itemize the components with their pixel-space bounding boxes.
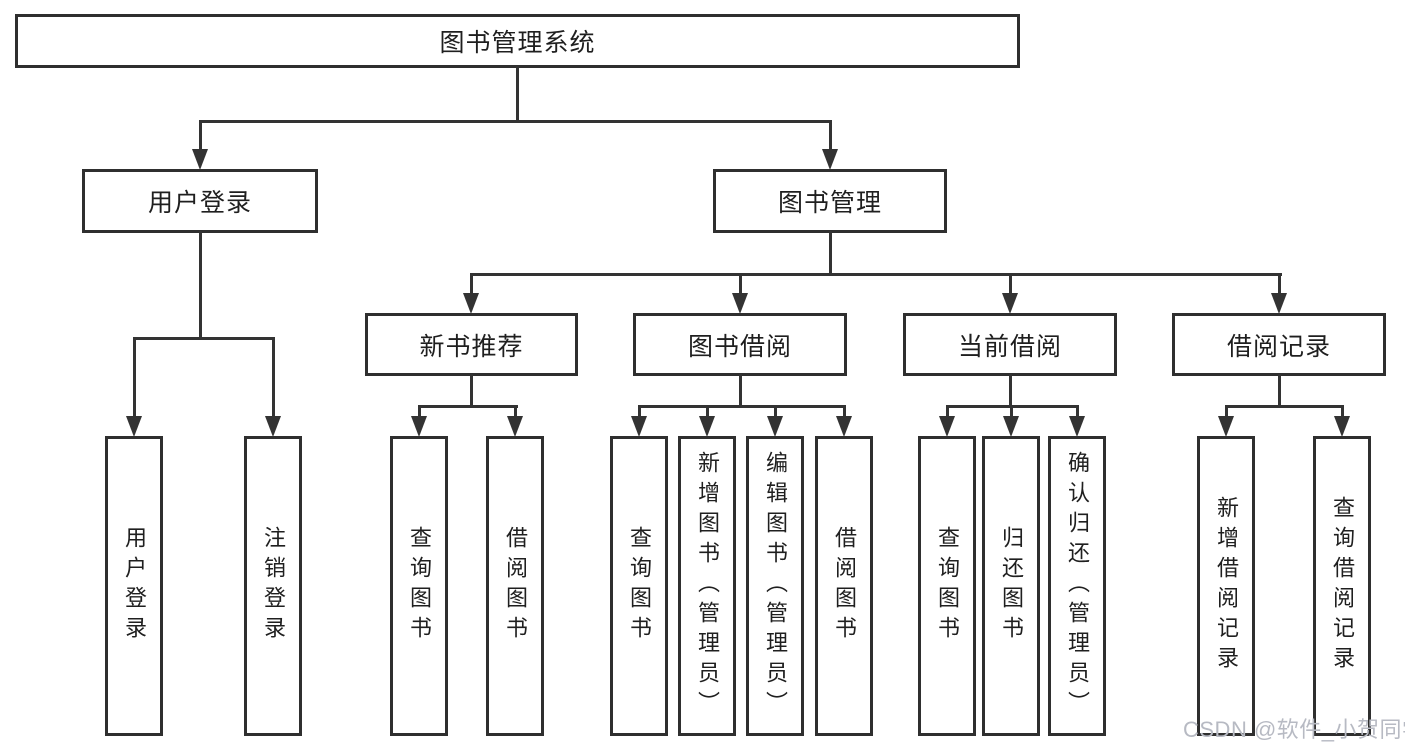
- leaf-logout: 注销登录: [244, 436, 302, 736]
- connector-line: [1010, 405, 1013, 418]
- arrow-down-icon: [507, 416, 523, 437]
- connector-line: [199, 120, 202, 152]
- node-label: 当前借阅: [957, 332, 1062, 361]
- arrow-down-icon: [463, 293, 479, 314]
- connector-line: [843, 405, 846, 418]
- arrow-down-icon: [1271, 293, 1287, 314]
- arrow-down-icon: [192, 149, 208, 170]
- arrow-down-icon: [631, 416, 647, 437]
- arrow-down-icon: [1002, 293, 1018, 314]
- connector-line: [1278, 374, 1281, 408]
- leaf-query-books-current: 查询图书: [918, 436, 976, 736]
- connector-line: [470, 273, 1282, 276]
- connector-line: [1009, 374, 1012, 408]
- leaf-label: 查询图书: [935, 526, 960, 646]
- leaf-label: 新增图书（管理员）: [695, 451, 720, 721]
- node-label: 借阅记录: [1226, 332, 1331, 361]
- arrow-down-icon: [126, 416, 142, 437]
- connector-line: [199, 120, 832, 123]
- leaf-query-books-newbook: 查询图书: [390, 436, 448, 736]
- connector-line: [470, 374, 473, 408]
- arrow-down-icon: [411, 416, 427, 437]
- watermark: CSDN @软件_小贺同学: [1183, 717, 1405, 742]
- arrow-down-icon: [1069, 416, 1085, 437]
- node-current-borrowing: 当前借阅: [903, 313, 1117, 376]
- connector-line: [199, 231, 202, 339]
- connector-line: [133, 337, 136, 417]
- connector-line: [1225, 405, 1344, 408]
- connector-line: [272, 337, 275, 417]
- connector-line: [1341, 405, 1344, 418]
- node-borrowing-records: 借阅记录: [1172, 313, 1386, 376]
- leaf-label: 新增借阅记录: [1214, 496, 1239, 676]
- arrow-down-icon: [732, 293, 748, 314]
- leaf-query-books-borrow: 查询图书: [610, 436, 668, 736]
- leaf-label: 查询图书: [407, 526, 432, 646]
- leaf-return-books: 归还图书: [982, 436, 1040, 736]
- node-library-management-system: 图书管理系统: [15, 14, 1020, 68]
- arrow-down-icon: [699, 416, 715, 437]
- arrow-down-icon: [836, 416, 852, 437]
- arrow-down-icon: [822, 149, 838, 170]
- node-book-borrowing: 图书借阅: [633, 313, 847, 376]
- node-label: 用户登录: [147, 189, 252, 217]
- node-user-login: 用户登录: [82, 169, 318, 233]
- arrow-down-icon: [265, 416, 281, 437]
- node-label: 新书推荐: [419, 332, 524, 361]
- connector-line: [516, 66, 519, 122]
- connector-line: [418, 405, 518, 408]
- arrow-down-icon: [767, 416, 783, 437]
- leaf-label: 编辑图书（管理员）: [763, 451, 788, 721]
- connector-line: [739, 374, 742, 408]
- connector-line: [1009, 273, 1012, 295]
- leaf-label: 借阅图书: [503, 526, 528, 646]
- connector-line: [1278, 273, 1281, 295]
- connector-line: [418, 405, 421, 418]
- leaf-label: 注销登录: [261, 526, 286, 646]
- leaf-label: 查询图书: [627, 526, 652, 646]
- connector-line: [470, 273, 473, 295]
- leaf-confirm-return-admin: 确认归还（管理员）: [1048, 436, 1106, 736]
- connector-line: [706, 405, 709, 418]
- leaf-add-borrow-record: 新增借阅记录: [1197, 436, 1255, 736]
- connector-line: [829, 231, 832, 275]
- connector-line: [946, 405, 949, 418]
- node-label: 图书管理系统: [439, 29, 596, 57]
- arrow-down-icon: [939, 416, 955, 437]
- node-label: 图书借阅: [687, 332, 792, 361]
- leaf-user-login: 用户登录: [105, 436, 163, 736]
- connector-line: [638, 405, 846, 408]
- leaf-query-borrow-record: 查询借阅记录: [1313, 436, 1371, 736]
- leaf-borrow-books-newbook: 借阅图书: [486, 436, 544, 736]
- arrow-down-icon: [1003, 416, 1019, 437]
- node-label: 图书管理: [777, 189, 882, 217]
- leaf-label: 查询借阅记录: [1330, 496, 1355, 676]
- leaf-label: 借阅图书: [832, 526, 857, 646]
- arrow-down-icon: [1334, 416, 1350, 437]
- arrow-down-icon: [1218, 416, 1234, 437]
- node-new-book-recommendation: 新书推荐: [365, 313, 578, 376]
- connector-line: [514, 405, 517, 418]
- connector-line: [638, 405, 641, 418]
- leaf-label: 归还图书: [999, 526, 1024, 646]
- connector-line: [739, 273, 742, 295]
- node-book-management: 图书管理: [713, 169, 947, 233]
- leaf-edit-books-admin: 编辑图书（管理员）: [746, 436, 804, 736]
- leaf-label: 用户登录: [122, 526, 147, 646]
- leaf-borrow-books-borrow: 借阅图书: [815, 436, 873, 736]
- connector-line: [1076, 405, 1079, 418]
- leaf-add-books-admin: 新增图书（管理员）: [678, 436, 736, 736]
- connector-line: [133, 337, 275, 340]
- connector-line: [1225, 405, 1228, 418]
- connector-line: [829, 120, 832, 152]
- connector-line: [774, 405, 777, 418]
- leaf-label: 确认归还（管理员）: [1065, 451, 1090, 721]
